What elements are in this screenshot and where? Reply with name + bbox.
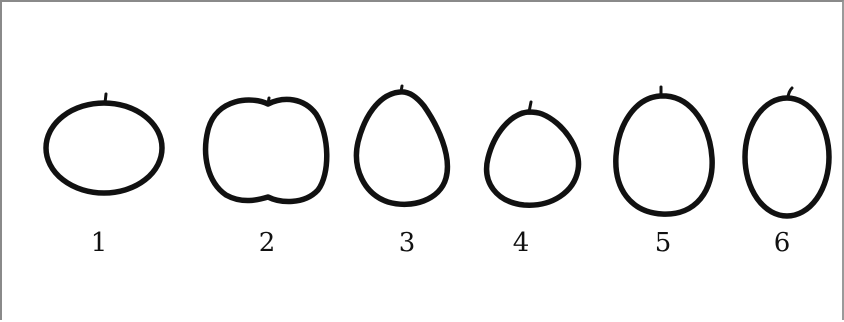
fruit-shape-4: [487, 102, 579, 205]
shape-label-1: 1: [91, 230, 108, 256]
shape-label-3: 3: [399, 230, 416, 256]
fruit-shape-5: [616, 87, 712, 214]
shape-label-6: 6: [774, 230, 791, 256]
shape-label-2: 2: [259, 230, 276, 256]
fruit-shape-2: [206, 98, 327, 201]
fruit-shape-1: [46, 94, 162, 193]
fruit-shape-3: [356, 86, 447, 204]
shape-label-5: 5: [655, 230, 672, 256]
fruit-shape-6: [745, 88, 829, 216]
shape-label-4: 4: [513, 230, 530, 256]
